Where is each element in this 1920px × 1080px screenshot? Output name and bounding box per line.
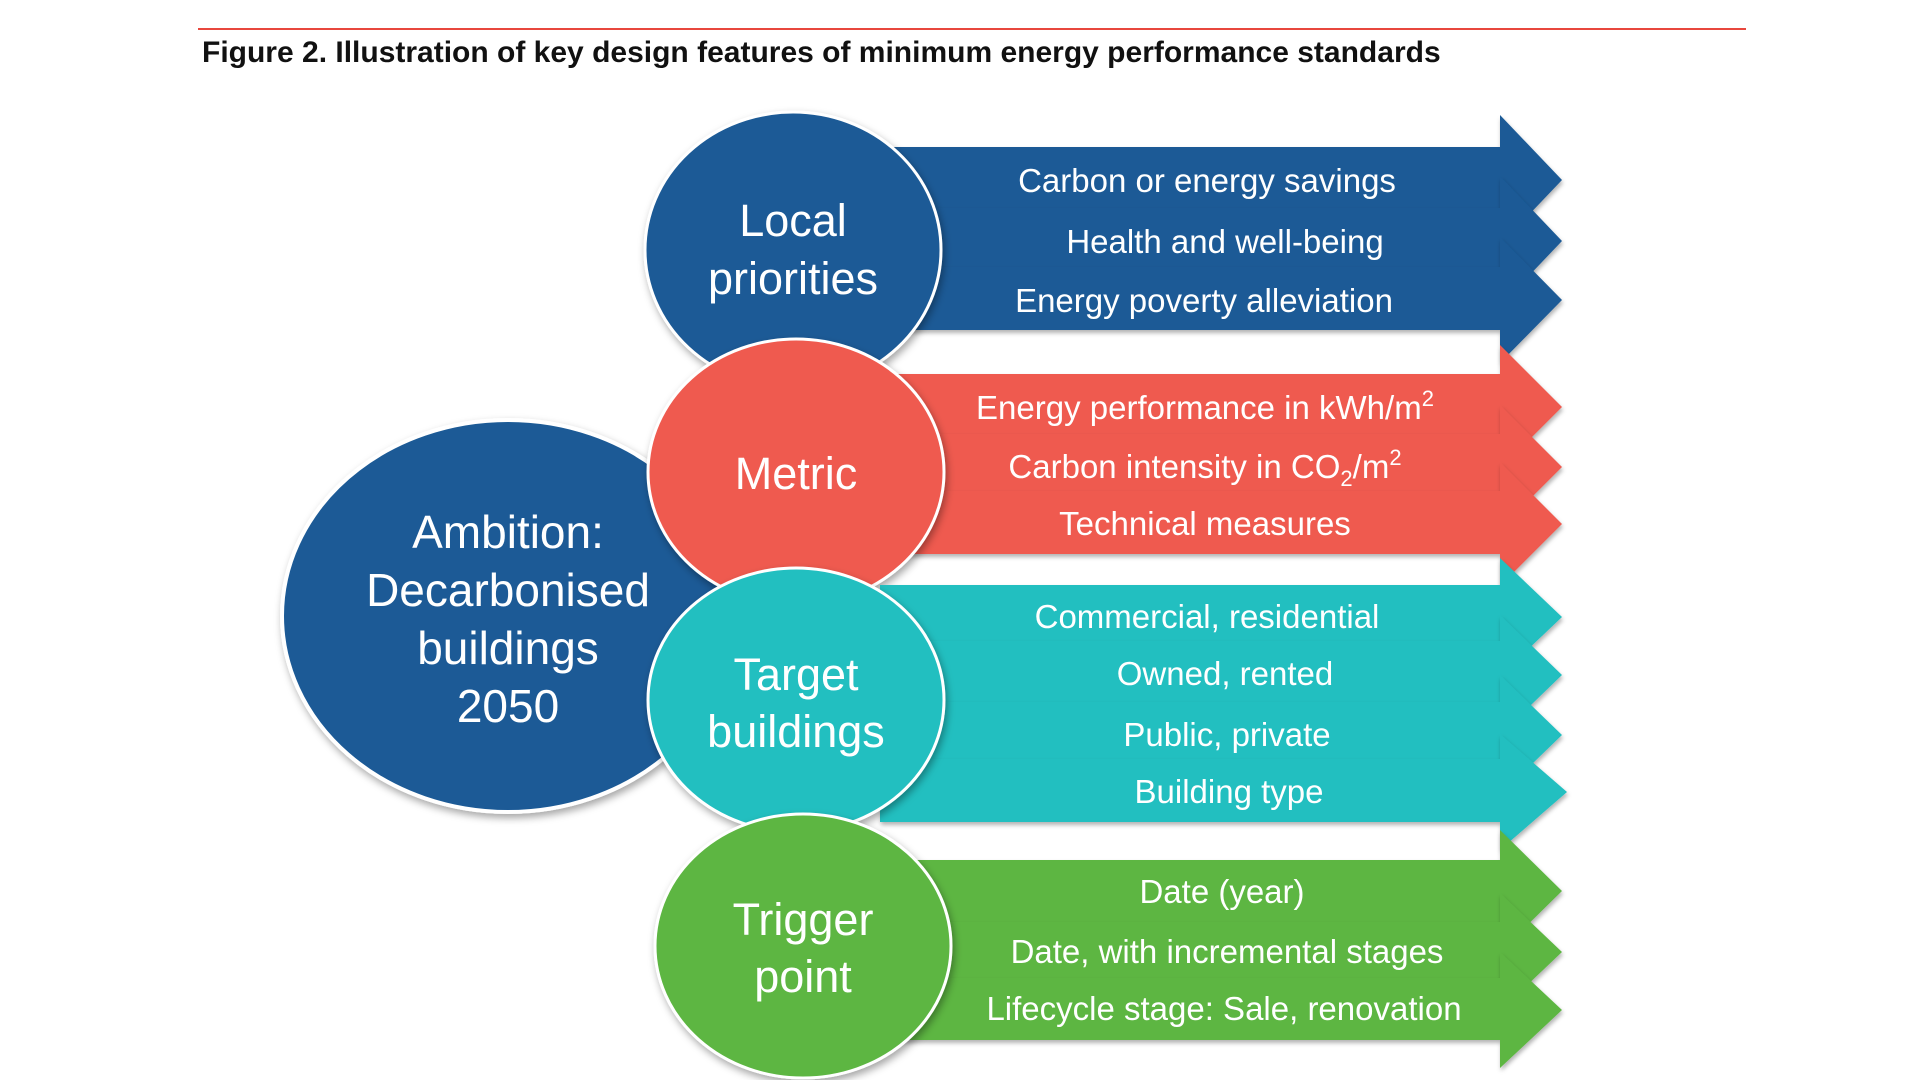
item-date-year: Date (year) <box>1139 873 1304 910</box>
trigger-point-title-2: point <box>754 951 852 1002</box>
item-owned-rented: Owned, rented <box>1117 655 1333 692</box>
target-buildings-title-2: buildings <box>707 706 885 757</box>
trigger-point-title-1: Trigger <box>733 894 874 945</box>
item-carbon-intensity-after: /m <box>1353 448 1390 485</box>
group-metric: Metric Energy performance in kWh/m2 Carb… <box>646 337 1562 607</box>
item-energy-poverty: Energy poverty alleviation <box>1015 282 1393 319</box>
item-carbon-intensity-text: Carbon intensity in CO <box>1008 448 1340 485</box>
arrow-band <box>880 830 1562 952</box>
group-local-priorities: Local priorities Carbon or energy saving… <box>643 110 1562 390</box>
ambition-line-3: buildings <box>417 622 599 674</box>
item-health-wellbeing: Health and well-being <box>1066 223 1383 260</box>
item-energy-performance-text: Energy performance in kWh/m <box>976 389 1422 426</box>
item-lifecycle-stage: Lifecycle stage: Sale, renovation <box>986 990 1461 1027</box>
metric-title: Metric <box>735 448 858 499</box>
item-public-private: Public, private <box>1123 716 1330 753</box>
ambition-line-4: 2050 <box>457 680 559 732</box>
ambition-node: Ambition: Decarbonised buildings 2050 <box>280 418 736 814</box>
item-carbon-energy-savings: Carbon or energy savings <box>1018 162 1396 199</box>
item-carbon-intensity: Carbon intensity in CO2/m2 <box>1008 445 1401 491</box>
group-trigger-point: Trigger point Date (year) Date, with inc… <box>653 812 1562 1080</box>
ambition-line-2: Decarbonised <box>366 564 650 616</box>
item-carbon-intensity-sub: 2 <box>1340 466 1352 491</box>
local-priorities-title-1: Local <box>739 195 847 246</box>
item-date-incremental: Date, with incremental stages <box>1011 933 1444 970</box>
arrow-band <box>880 952 1562 1068</box>
arrow-band <box>880 615 1562 735</box>
arrow-band <box>880 237 1562 363</box>
group-target-buildings: Target buildings Commercial, residential… <box>646 558 1567 850</box>
figure-title: Figure 2. Illustration of key design fea… <box>202 36 1441 69</box>
trigger-point-circle <box>653 812 953 1080</box>
target-buildings-circle <box>646 566 946 834</box>
item-carbon-intensity-sup: 2 <box>1389 445 1401 470</box>
item-energy-performance: Energy performance in kWh/m2 <box>976 386 1434 426</box>
ambition-line-1: Ambition: <box>412 506 604 558</box>
local-priorities-title-2: priorities <box>708 253 878 304</box>
title-rule <box>198 28 1746 30</box>
arrow-band <box>880 558 1562 676</box>
item-building-type: Building type <box>1135 773 1324 810</box>
item-commercial-residential: Commercial, residential <box>1035 598 1380 635</box>
arrow-band <box>880 734 1567 850</box>
arrow-band <box>880 675 1562 795</box>
item-technical-measures: Technical measures <box>1059 505 1351 542</box>
item-energy-performance-sup: 2 <box>1422 386 1434 411</box>
target-buildings-title-1: Target <box>733 649 859 700</box>
arrow-band <box>880 462 1562 586</box>
